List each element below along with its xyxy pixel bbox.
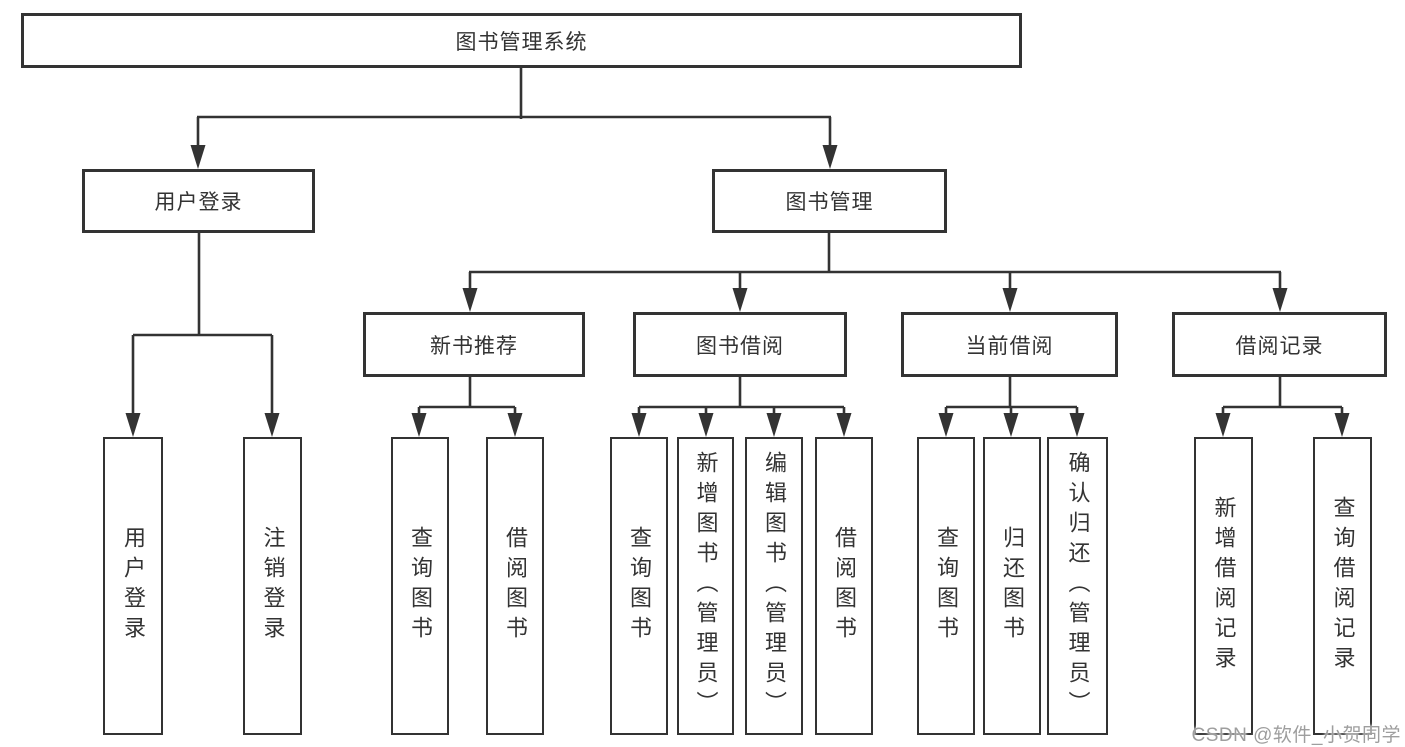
node-label: 新书推荐 <box>430 334 518 358</box>
node-label: 查询图书 <box>408 526 433 646</box>
node-label: 图书借阅 <box>696 334 784 358</box>
node-label: 用户登录 <box>154 191 243 214</box>
node-label: 图书管理 <box>785 191 874 214</box>
node-label: 借阅图书 <box>832 526 857 646</box>
node-label: 查询图书 <box>934 526 959 646</box>
node-leaf-logout: 注销登录 <box>243 437 302 735</box>
node-label: 新增图书（管理员） <box>693 451 719 721</box>
node-leaf-add-borrow-record: 新增借阅记录 <box>1194 437 1253 735</box>
node-label: 注销登录 <box>260 526 286 646</box>
node-leaf-query-borrow-record: 查询借阅记录 <box>1313 437 1372 735</box>
node-library-management-system: 图书管理系统 <box>21 13 1022 68</box>
node-user-login: 用户登录 <box>82 169 315 233</box>
node-current-borrowing: 当前借阅 <box>901 312 1118 377</box>
node-label: 用户登录 <box>121 526 146 646</box>
node-leaf-query-books-3: 查询图书 <box>917 437 975 735</box>
node-leaf-borrow-books-1: 借阅图书 <box>486 437 544 735</box>
node-book-borrowing: 图书借阅 <box>633 312 847 377</box>
node-borrowing-records: 借阅记录 <box>1172 312 1387 377</box>
node-leaf-query-books-1: 查询图书 <box>391 437 449 735</box>
node-book-management: 图书管理 <box>712 169 947 233</box>
node-label: 查询图书 <box>627 526 652 646</box>
node-leaf-borrow-books-2: 借阅图书 <box>815 437 873 735</box>
node-label: 当前借阅 <box>965 334 1054 358</box>
node-leaf-return-books: 归还图书 <box>983 437 1041 735</box>
node-leaf-add-books-admin: 新增图书（管理员） <box>677 437 734 735</box>
watermark: CSDN @软件_小贺同学 <box>1191 725 1401 746</box>
node-label: 借阅记录 <box>1235 334 1324 358</box>
node-label: 借阅图书 <box>503 526 528 646</box>
node-label: 查询借阅记录 <box>1330 496 1356 676</box>
node-label: 新增借阅记录 <box>1211 496 1237 676</box>
node-leaf-confirm-return-admin: 确认归还（管理员） <box>1047 437 1108 735</box>
node-label: 编辑图书（管理员） <box>762 451 787 721</box>
node-label: 确认归还（管理员） <box>1065 451 1091 721</box>
node-leaf-query-books-2: 查询图书 <box>610 437 668 735</box>
node-new-book-recommendation: 新书推荐 <box>363 312 585 377</box>
node-leaf-user-login: 用户登录 <box>103 437 163 735</box>
node-label: 图书管理系统 <box>455 30 588 54</box>
node-label: 归还图书 <box>1000 526 1025 646</box>
node-leaf-edit-books-admin: 编辑图书（管理员） <box>745 437 803 735</box>
